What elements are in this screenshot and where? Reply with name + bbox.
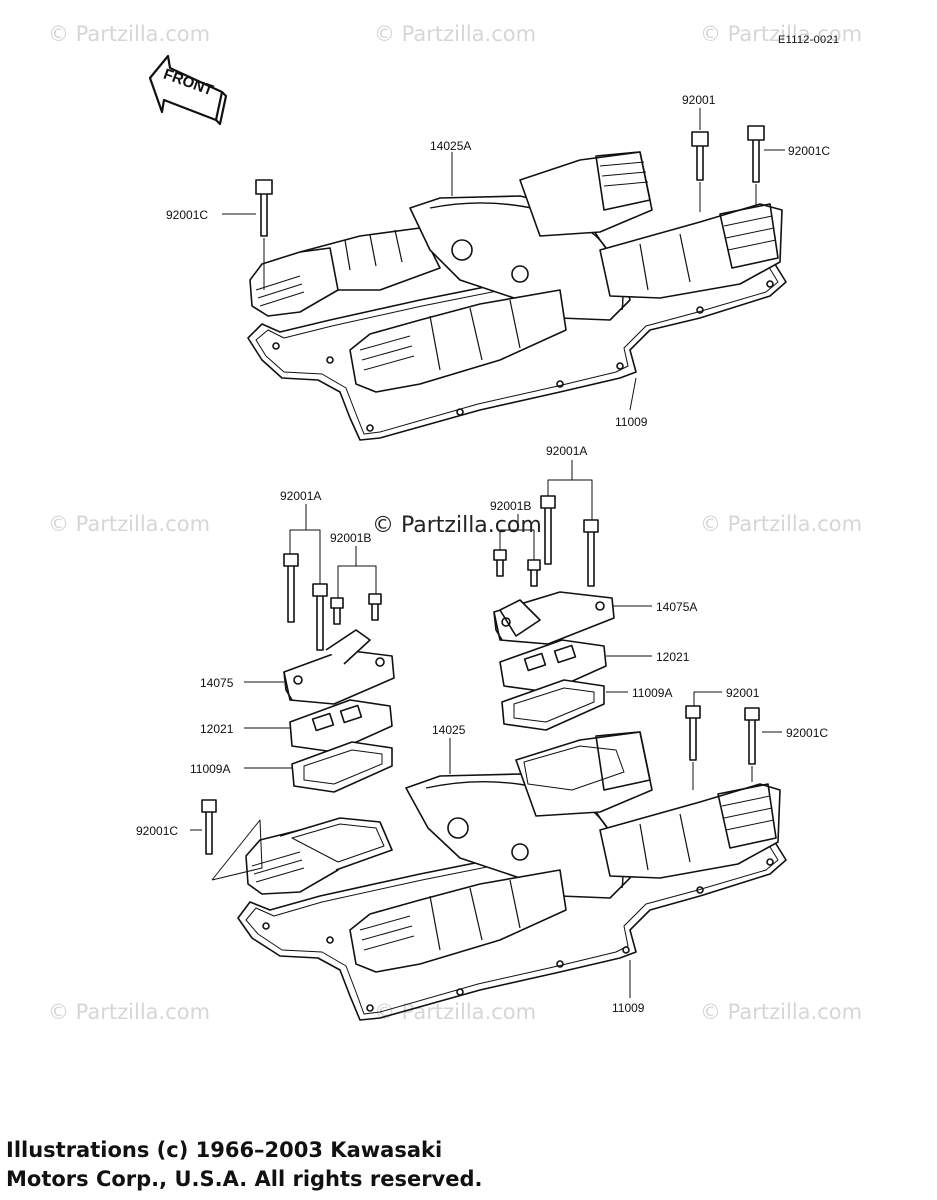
label-12021-left: 12021 [200,722,234,736]
watermark: © Partzilla.com [374,22,537,46]
front-arrow-icon: FRONT [148,54,228,126]
label-92001C-bottom-right: 92001C [786,726,828,740]
plate-12021-left [289,699,393,753]
label-11009A-right: 11009A [632,686,672,700]
lower-cylinder-head-cover [237,731,787,1021]
bolt-92001B-right [493,549,541,587]
copyright-line-2: Motors Corp., U.S.A. All rights reserved… [6,1167,483,1191]
label-12021-right: 12021 [656,650,690,664]
gasket-11009A-right [501,679,605,731]
upper-cylinder-head-cover [247,151,787,441]
label-92001-bottom: 92001 [726,686,760,700]
label-92001C-top-right: 92001C [788,144,830,158]
label-11009-top: 11009 [615,415,648,429]
watermark: © Partzilla.com [700,512,863,536]
copyright-notice: Illustrations (c) 1966–2003 Kawasaki Mot… [6,1136,483,1194]
bolt-92001C-top-right [747,125,765,205]
label-14025: 14025 [432,723,466,737]
label-11009-bottom: 11009 [612,1001,645,1015]
watermark: © Partzilla.com [48,1000,211,1024]
bolt-92001-top [691,131,709,212]
label-92001C-bottom-left: 92001C [136,824,178,838]
bolt-92001-bottom [685,705,701,790]
diagram-code: E1112-0021 [778,34,840,46]
label-11009A-left: 11009A [190,762,230,776]
label-92001B-left: 92001B [330,531,371,545]
bolt-92001A-left [283,553,328,651]
bolt-92001B-left [330,593,382,625]
label-92001C-top-left: 92001C [166,208,208,222]
plate-12021-right [499,639,607,693]
label-92001A-right: 92001A [546,444,587,458]
watermark: © Partzilla.com [700,1000,863,1024]
watermark: © Partzilla.com [48,22,211,46]
label-14025A: 14025A [430,139,471,153]
breather-cover-14075A [493,591,615,645]
bolt-92001C-top-left [255,179,273,290]
label-92001B-right: 92001B [490,499,531,513]
watermark: © Partzilla.com [700,22,863,46]
bolt-92001C-bottom-left [201,799,263,881]
bolt-92001A-right [540,495,599,587]
gasket-11009A-left [291,741,393,793]
breather-cover-14075 [283,629,395,705]
leader-lines [190,108,785,998]
label-14075: 14075 [200,676,234,690]
center-watermark: © Partzilla.com [372,513,542,538]
copyright-line-1: Illustrations (c) 1966–2003 Kawasaki [6,1138,443,1162]
bolt-92001C-bottom-right [744,707,760,782]
label-92001-top: 92001 [682,93,716,107]
label-14075A: 14075A [656,600,697,614]
watermark: © Partzilla.com [48,512,211,536]
label-92001A-left: 92001A [280,489,321,503]
